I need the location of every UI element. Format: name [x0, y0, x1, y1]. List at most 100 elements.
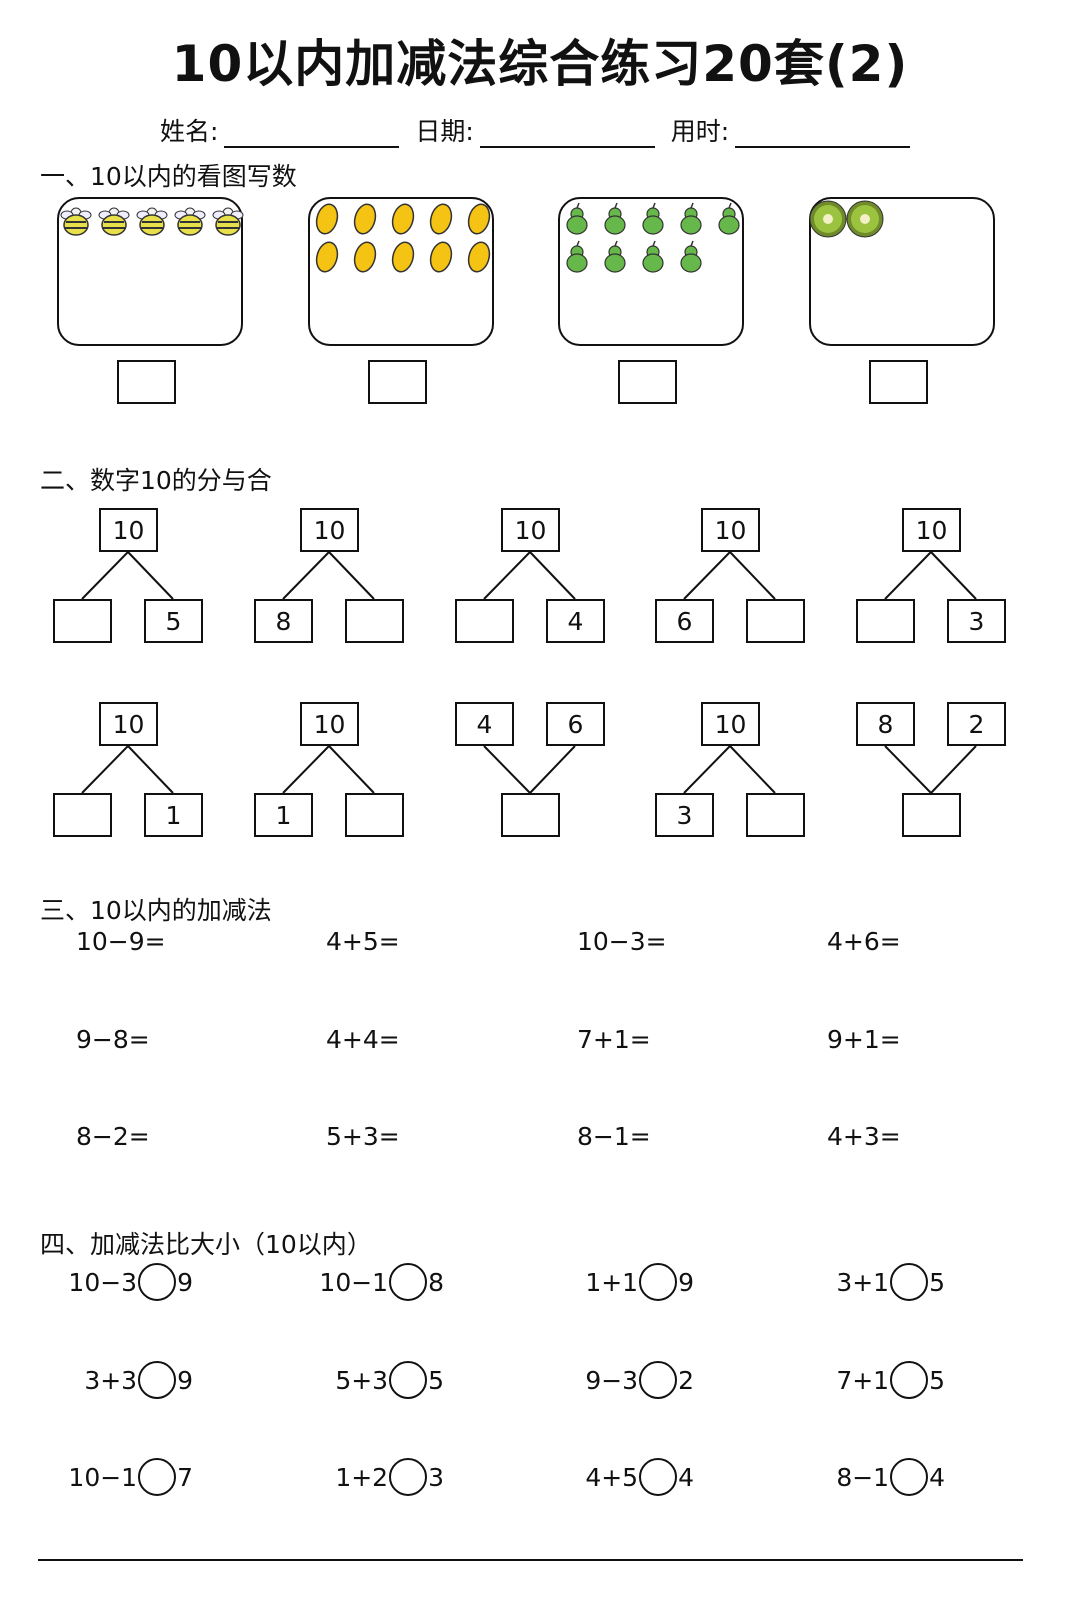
equation: 7+1= — [577, 1025, 651, 1054]
compare-left: 10−1 — [319, 1267, 389, 1297]
answer-box[interactable] — [746, 793, 805, 837]
answer-box[interactable] — [53, 599, 112, 643]
compare-right: 9 — [177, 1267, 193, 1297]
number-box: 8 — [254, 599, 313, 643]
answer-box[interactable] — [53, 793, 112, 837]
connector-line — [127, 745, 174, 794]
compare-right: 2 — [678, 1365, 694, 1395]
equation: 8−2= — [76, 1122, 150, 1151]
pear-icon — [604, 202, 626, 235]
compare-left: 5+3 — [335, 1365, 389, 1395]
answer-box[interactable] — [856, 599, 915, 643]
equation: 4+3= — [827, 1122, 901, 1151]
compare-left: 10−1 — [68, 1462, 138, 1492]
mango-icon-group — [315, 203, 491, 273]
kiwi-icon-group — [809, 200, 884, 238]
compare-right: 8 — [428, 1267, 444, 1297]
bee-icon — [60, 207, 92, 236]
name-label: 姓名: — [160, 117, 219, 146]
connector-line — [529, 551, 576, 600]
compare-left: 9−3 — [585, 1365, 639, 1395]
pear-icon — [680, 202, 702, 235]
time-label: 用时: — [670, 117, 730, 146]
connector-line — [884, 745, 932, 794]
compare-right: 5 — [929, 1365, 945, 1395]
compare-circle[interactable] — [890, 1458, 929, 1496]
compare-right: 4 — [678, 1462, 694, 1492]
mango-icon — [467, 241, 491, 273]
connector-line — [81, 551, 129, 600]
pear-icon-group — [566, 202, 740, 273]
connector-line — [282, 745, 330, 794]
compare-circle[interactable] — [890, 1361, 929, 1399]
compare-circle[interactable] — [639, 1263, 678, 1301]
compare-right: 5 — [929, 1267, 945, 1297]
count-answer-box[interactable] — [117, 360, 176, 404]
compare-left: 8−1 — [836, 1462, 890, 1492]
compare-circle[interactable] — [138, 1458, 177, 1496]
compare-circle[interactable] — [389, 1263, 428, 1301]
equation: 9−8= — [76, 1025, 150, 1054]
mango-icon — [391, 241, 415, 273]
picture-frame — [558, 197, 744, 346]
answer-box[interactable] — [455, 599, 514, 643]
number-box: 1 — [254, 793, 313, 837]
pear-icon — [680, 240, 702, 273]
number-box: 8 — [856, 702, 915, 746]
compare-right: 3 — [428, 1462, 444, 1492]
equation: 8−1= — [577, 1122, 651, 1151]
number-box: 10 — [99, 508, 158, 552]
answer-box[interactable] — [746, 599, 805, 643]
name-field[interactable] — [224, 120, 400, 148]
pear-icon — [642, 202, 664, 235]
connector-line — [328, 551, 375, 600]
equation: 4+6= — [827, 927, 901, 956]
section2-title: 二、数字10的分与合 — [40, 466, 272, 495]
bee-icon — [136, 207, 168, 236]
answer-box[interactable] — [345, 599, 404, 643]
compare-circle[interactable] — [389, 1458, 428, 1496]
pear-icon — [604, 240, 626, 273]
number-box: 10 — [902, 508, 961, 552]
connector-line — [930, 551, 977, 600]
compare-right: 4 — [929, 1462, 945, 1492]
number-box: 2 — [947, 702, 1006, 746]
answer-box[interactable] — [345, 793, 404, 837]
compare-circle[interactable] — [138, 1361, 177, 1399]
compare-circle[interactable] — [138, 1263, 177, 1301]
connector-line — [328, 745, 375, 794]
compare-circle[interactable] — [890, 1263, 929, 1301]
count-answer-box[interactable] — [618, 360, 677, 404]
compare-left: 10−3 — [68, 1267, 138, 1297]
bee-icon — [174, 207, 206, 236]
connector-line — [930, 745, 977, 794]
pear-icon — [566, 202, 588, 235]
answer-box[interactable] — [501, 793, 560, 837]
number-box: 10 — [701, 702, 760, 746]
connector-line — [529, 745, 576, 794]
count-answer-box[interactable] — [368, 360, 427, 404]
number-box: 10 — [300, 702, 359, 746]
date-field[interactable] — [479, 120, 655, 148]
connector-line — [729, 551, 776, 600]
equation: 10−3= — [577, 927, 667, 956]
section4-title: 四、加减法比大小（10以内） — [40, 1230, 372, 1259]
compare-circle[interactable] — [639, 1361, 678, 1399]
mango-icon — [315, 241, 339, 273]
connector-line — [683, 551, 731, 600]
answer-box[interactable] — [902, 793, 961, 837]
compare-circle[interactable] — [389, 1361, 428, 1399]
compare-right: 9 — [177, 1365, 193, 1395]
count-answer-box[interactable] — [869, 360, 928, 404]
time-field[interactable] — [735, 120, 911, 148]
connector-line — [683, 745, 731, 794]
bee-icon — [212, 207, 244, 236]
compare-circle[interactable] — [639, 1458, 678, 1496]
pear-icon — [642, 240, 664, 273]
picture-frame — [308, 197, 494, 346]
section1-title: 一、10以内的看图写数 — [40, 162, 297, 191]
